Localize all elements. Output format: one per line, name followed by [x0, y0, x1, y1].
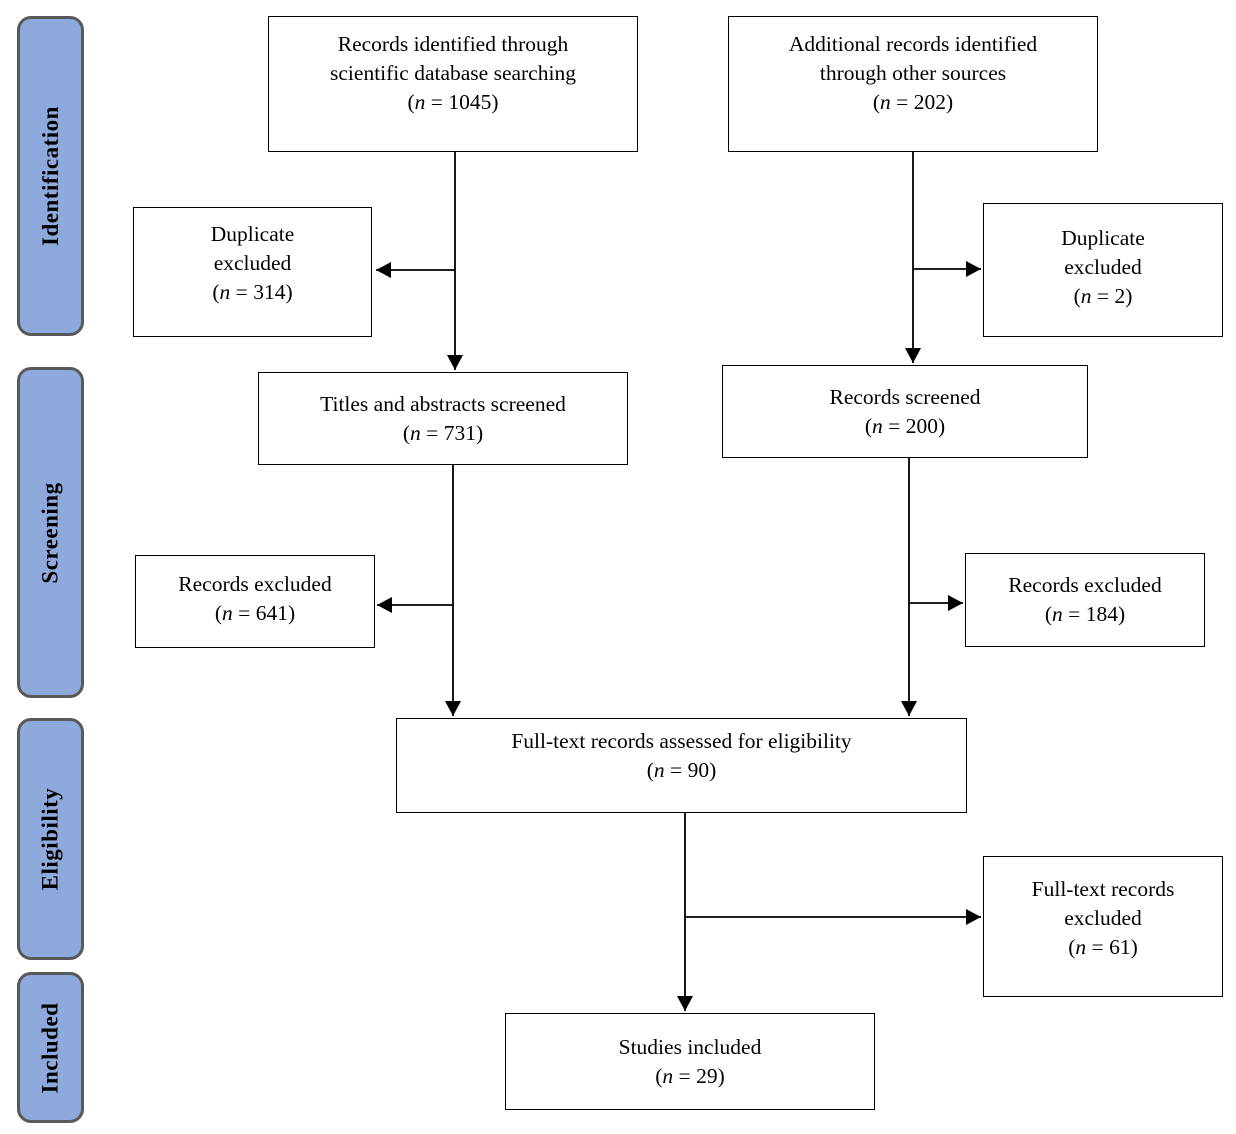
stage-eligibility: Eligibility: [17, 718, 84, 960]
stage-screening-label: Screening: [37, 481, 63, 584]
box-label-line: excluded: [1064, 254, 1142, 279]
box-fulltext-excluded: Full-text records excluded (n = 61): [983, 856, 1223, 997]
box-duplicate-excluded-right: Duplicate excluded (n = 2): [983, 203, 1223, 337]
box-count: (n = 90): [646, 757, 717, 782]
box-label-line: through other sources: [819, 60, 1007, 85]
box-count: (n = 731): [402, 420, 484, 445]
box-records-excluded-right: Records excluded (n = 184): [965, 553, 1205, 647]
box-label-line: Duplicate: [1061, 225, 1145, 250]
box-label-line: Additional records identified: [788, 31, 1038, 56]
box-studies-included: Studies included (n = 29): [505, 1013, 875, 1110]
box-label-line: Full-text records assessed for eligibili…: [511, 728, 852, 753]
box-label-line: Records identified through: [337, 31, 569, 56]
box-additional-records: Additional records identified through ot…: [728, 16, 1098, 152]
stage-identification-label: Identification: [37, 106, 63, 246]
box-records-excluded-left: Records excluded (n = 641): [135, 555, 375, 648]
box-label-line: excluded: [1064, 906, 1142, 930]
box-count: (n = 1045): [407, 89, 499, 114]
box-count: (n = 184): [1044, 602, 1126, 626]
box-titles-abstracts-screened: Titles and abstracts screened (n = 731): [258, 372, 628, 465]
box-fulltext-assessed: Full-text records assessed for eligibili…: [396, 718, 967, 813]
box-count: (n = 29): [655, 1063, 725, 1088]
stage-included: Included: [17, 972, 84, 1123]
stage-screening: Screening: [17, 367, 84, 698]
box-records-screened: Records screened (n = 200): [722, 365, 1088, 458]
stage-identification: Identification: [17, 16, 84, 336]
stage-eligibility-label: Eligibility: [37, 787, 63, 891]
box-count: (n = 314): [212, 279, 293, 304]
box-count: (n = 200): [864, 413, 946, 438]
box-label-line: Full-text records: [1031, 877, 1175, 901]
box-count: (n = 641): [214, 600, 296, 625]
box-label-line: Titles and abstracts screened: [320, 391, 566, 416]
box-label-line: Studies included: [618, 1034, 762, 1059]
box-count: (n = 2): [1073, 283, 1133, 308]
box-records-identified-database: Records identified through scientific da…: [268, 16, 638, 152]
box-label-line: excluded: [213, 250, 292, 275]
stage-included-label: Included: [37, 1002, 63, 1093]
box-label-line: Duplicate: [210, 221, 295, 246]
box-label-line: scientific database searching: [330, 60, 576, 85]
box-label-line: Records screened: [829, 384, 981, 409]
box-duplicate-excluded-left: Duplicate excluded (n = 314): [133, 207, 372, 337]
box-label-line: Records excluded: [1008, 573, 1162, 597]
box-count: (n = 61): [1068, 935, 1138, 959]
box-label-line: Records excluded: [178, 571, 332, 596]
box-count: (n = 202): [872, 89, 954, 114]
